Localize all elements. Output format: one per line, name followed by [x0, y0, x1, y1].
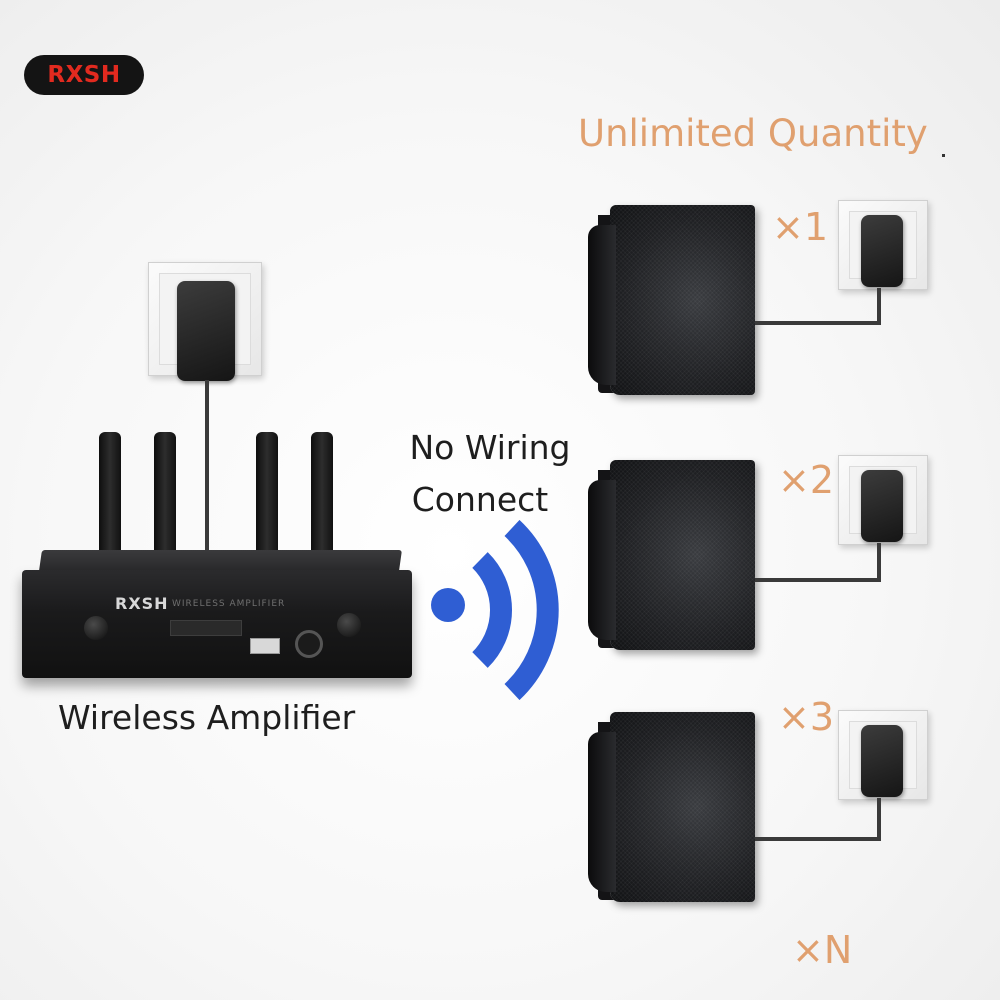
- speaker-3-cable-h: [755, 837, 881, 841]
- volume-knob-icon: [84, 616, 108, 640]
- speaker-2-outlet: [838, 455, 928, 545]
- decorative-dot: [942, 154, 945, 157]
- speaker-1-cable: [877, 288, 881, 324]
- power-adapter-icon: [861, 470, 903, 542]
- amplifier-cable: [205, 380, 209, 550]
- wifi-signal-icon: [471, 520, 559, 700]
- power-adapter-icon: [177, 281, 235, 381]
- speaker-1-outlet: [838, 200, 928, 290]
- antenna-icon: [256, 432, 278, 572]
- speaker-1-multiplier: ×1: [772, 205, 829, 249]
- display-panel: [170, 620, 242, 636]
- amplifier-outlet: [148, 262, 262, 381]
- speaker-1-cable-h: [755, 321, 881, 325]
- speaker-2-multiplier: ×2: [778, 458, 835, 502]
- speaker-2: [588, 460, 755, 650]
- antenna-icon: [311, 432, 333, 572]
- speaker-3-multiplier: ×3: [778, 695, 835, 739]
- amplifier-model: WIRELESS AMPLIFIER: [172, 599, 286, 609]
- wifi-dot-icon: [431, 588, 465, 622]
- speaker-3-outlet: [838, 710, 928, 800]
- power-adapter-icon: [861, 215, 903, 287]
- usb-port-icon: [250, 638, 280, 654]
- amplifier-label: Wireless Amplifier: [58, 698, 356, 737]
- volume-knob-icon: [337, 613, 361, 637]
- brand-badge: RXSH: [24, 55, 144, 95]
- speaker-3-cable: [877, 798, 881, 840]
- audio-jack-icon: [295, 630, 323, 658]
- antenna-icon: [154, 432, 176, 572]
- no-wiring-label: No Wiring: [409, 428, 571, 467]
- connect-label: Connect: [411, 480, 549, 519]
- antenna-icon: [99, 432, 121, 572]
- power-adapter-icon: [861, 725, 903, 797]
- speaker-2-cable: [877, 543, 881, 581]
- speaker-n-multiplier: ×N: [792, 928, 853, 972]
- speaker-1: [588, 205, 755, 395]
- headline: Unlimited Quantity: [578, 112, 928, 155]
- speaker-2-cable-h: [755, 578, 881, 582]
- speaker-3: [588, 712, 755, 902]
- amplifier-brand: RXSH: [115, 594, 169, 613]
